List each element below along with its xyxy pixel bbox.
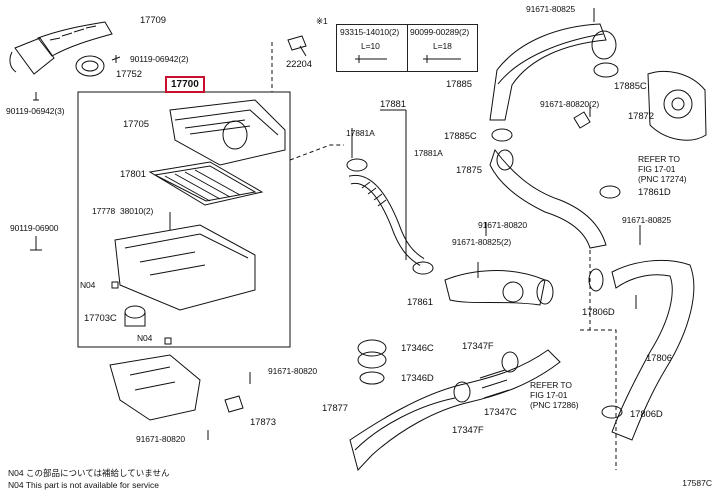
- label-17709: 17709: [140, 15, 166, 26]
- part-17703c: [124, 305, 146, 319]
- part-17347f-top: [501, 351, 519, 373]
- ref1-line2: FIG 17-01: [638, 164, 676, 174]
- clamp-17806d-top: [588, 268, 604, 292]
- pipe-17885: [489, 23, 607, 121]
- label-17700-highlighted: 17700: [165, 76, 205, 93]
- bolt-right-dim: L=18: [433, 41, 452, 51]
- pipe-17806: [611, 259, 695, 441]
- label-n04-a: N04: [80, 280, 96, 290]
- clamp-17885c-top: [593, 62, 619, 78]
- label-17778: 17778: [92, 206, 116, 216]
- label-17885c-mid: 17885C: [444, 131, 477, 142]
- clamp-17885c-mid: [491, 128, 513, 142]
- figure-id: 17587C: [682, 478, 712, 488]
- bolt-left-part: 93315-14010(2): [340, 27, 400, 37]
- label-91671-80820-low2: 91671-80820: [136, 434, 186, 444]
- label-17861: 17861: [407, 297, 433, 308]
- clamp-17881a-left: [346, 158, 368, 172]
- bracket-lower-left: [109, 354, 201, 421]
- bolt-right-icon: [423, 55, 461, 63]
- label-17752: 17752: [116, 69, 142, 80]
- label-91671-80825-top: 91671-80825: [526, 4, 576, 14]
- ref1-line1: REFER TO: [638, 154, 680, 164]
- bolt-left-dim: L=10: [361, 41, 380, 51]
- label-17801: 17801: [120, 169, 146, 180]
- clamp-17881a-right: [412, 261, 434, 275]
- label-17347f-bot: 17347F: [452, 425, 484, 436]
- label-22204: 22204: [286, 59, 312, 70]
- label-17346d: 17346D: [401, 373, 434, 384]
- part-17346d: [359, 371, 385, 385]
- label-17806d-bot: 17806D: [630, 409, 663, 420]
- ref2-line1: REFER TO: [530, 380, 572, 390]
- label-17703c: 17703C: [84, 313, 117, 324]
- engine-outline: [647, 70, 707, 141]
- label-38010: 38010(2): [120, 206, 154, 216]
- hose-17709: [37, 21, 113, 57]
- sensor-22204: [287, 35, 307, 51]
- bolt-left-icon: [355, 55, 387, 63]
- footnote-en: N04 This part is not available for servi…: [8, 480, 160, 490]
- part-17347c: [479, 369, 510, 399]
- label-91671-80820-lower: 91671-80820: [268, 366, 318, 376]
- ref1-line3: (PNC 17274): [638, 174, 687, 184]
- label-91671-80825-2: 91671-80825(2): [452, 237, 512, 247]
- part-17873: [224, 395, 244, 413]
- ref2-line2: FIG 17-01: [530, 390, 568, 400]
- label-17705: 17705: [123, 119, 149, 130]
- ring-17752: [75, 55, 105, 77]
- label-90119-06942-2: 90119-06942(2): [130, 54, 189, 64]
- label-17881a-left: 17881A: [346, 128, 375, 138]
- label-91671-80825-r: 91671-80825: [622, 215, 672, 225]
- label-17877: 17877: [322, 403, 348, 414]
- label-91671-80820-2: 91671-80820(2): [540, 99, 600, 109]
- dashed-link-17881: [289, 144, 344, 161]
- part-17346c: [357, 339, 387, 357]
- label-17861d: 17861D: [638, 187, 671, 198]
- label-17347c: 17347C: [484, 407, 517, 418]
- label-17881a-right: 17881A: [414, 148, 443, 158]
- bolt-spec-table: 93315-14010(2) 90099-00289(2) L=10 L=18: [336, 24, 478, 72]
- label-17875: 17875: [456, 165, 482, 176]
- label-90119-06900: 90119-06900: [10, 223, 59, 233]
- label-90119-06942-3: 90119-06942(3): [6, 106, 65, 116]
- bolt-right-part: 90099-00289(2): [410, 27, 470, 37]
- label-17885: 17885: [446, 79, 472, 90]
- label-n04-b: N04: [137, 333, 153, 343]
- dashed-link-17806: [589, 250, 617, 470]
- label-ref1-mark: ※1: [316, 16, 328, 26]
- filter-17801: [148, 161, 264, 206]
- pipe-17875: [489, 148, 607, 249]
- label-17346c: 17346C: [401, 343, 434, 354]
- footnote-jp: N04 この部品については補給していません: [8, 468, 170, 478]
- label-91671-80820-mid: 91671-80820: [478, 220, 528, 230]
- pipe-17861: [444, 270, 546, 306]
- part-17347f-bot: [453, 381, 471, 403]
- clamp-17861d: [599, 185, 621, 199]
- ref2-line3: (PNC 17286): [530, 400, 579, 410]
- pipe-17877: [349, 349, 561, 472]
- cap-17705: [169, 99, 286, 166]
- label-17881: 17881: [380, 99, 406, 110]
- bracket-17872: [573, 111, 591, 129]
- label-17347f-top: 17347F: [462, 341, 494, 352]
- label-17806d-top: 17806D: [582, 307, 615, 318]
- label-17806: 17806: [646, 353, 672, 364]
- label-17872: 17872: [628, 111, 654, 122]
- clamp-17806d-bot: [601, 405, 623, 419]
- case-lower: [114, 224, 256, 311]
- label-17873: 17873: [250, 417, 276, 428]
- label-17885c-top: 17885C: [614, 81, 647, 92]
